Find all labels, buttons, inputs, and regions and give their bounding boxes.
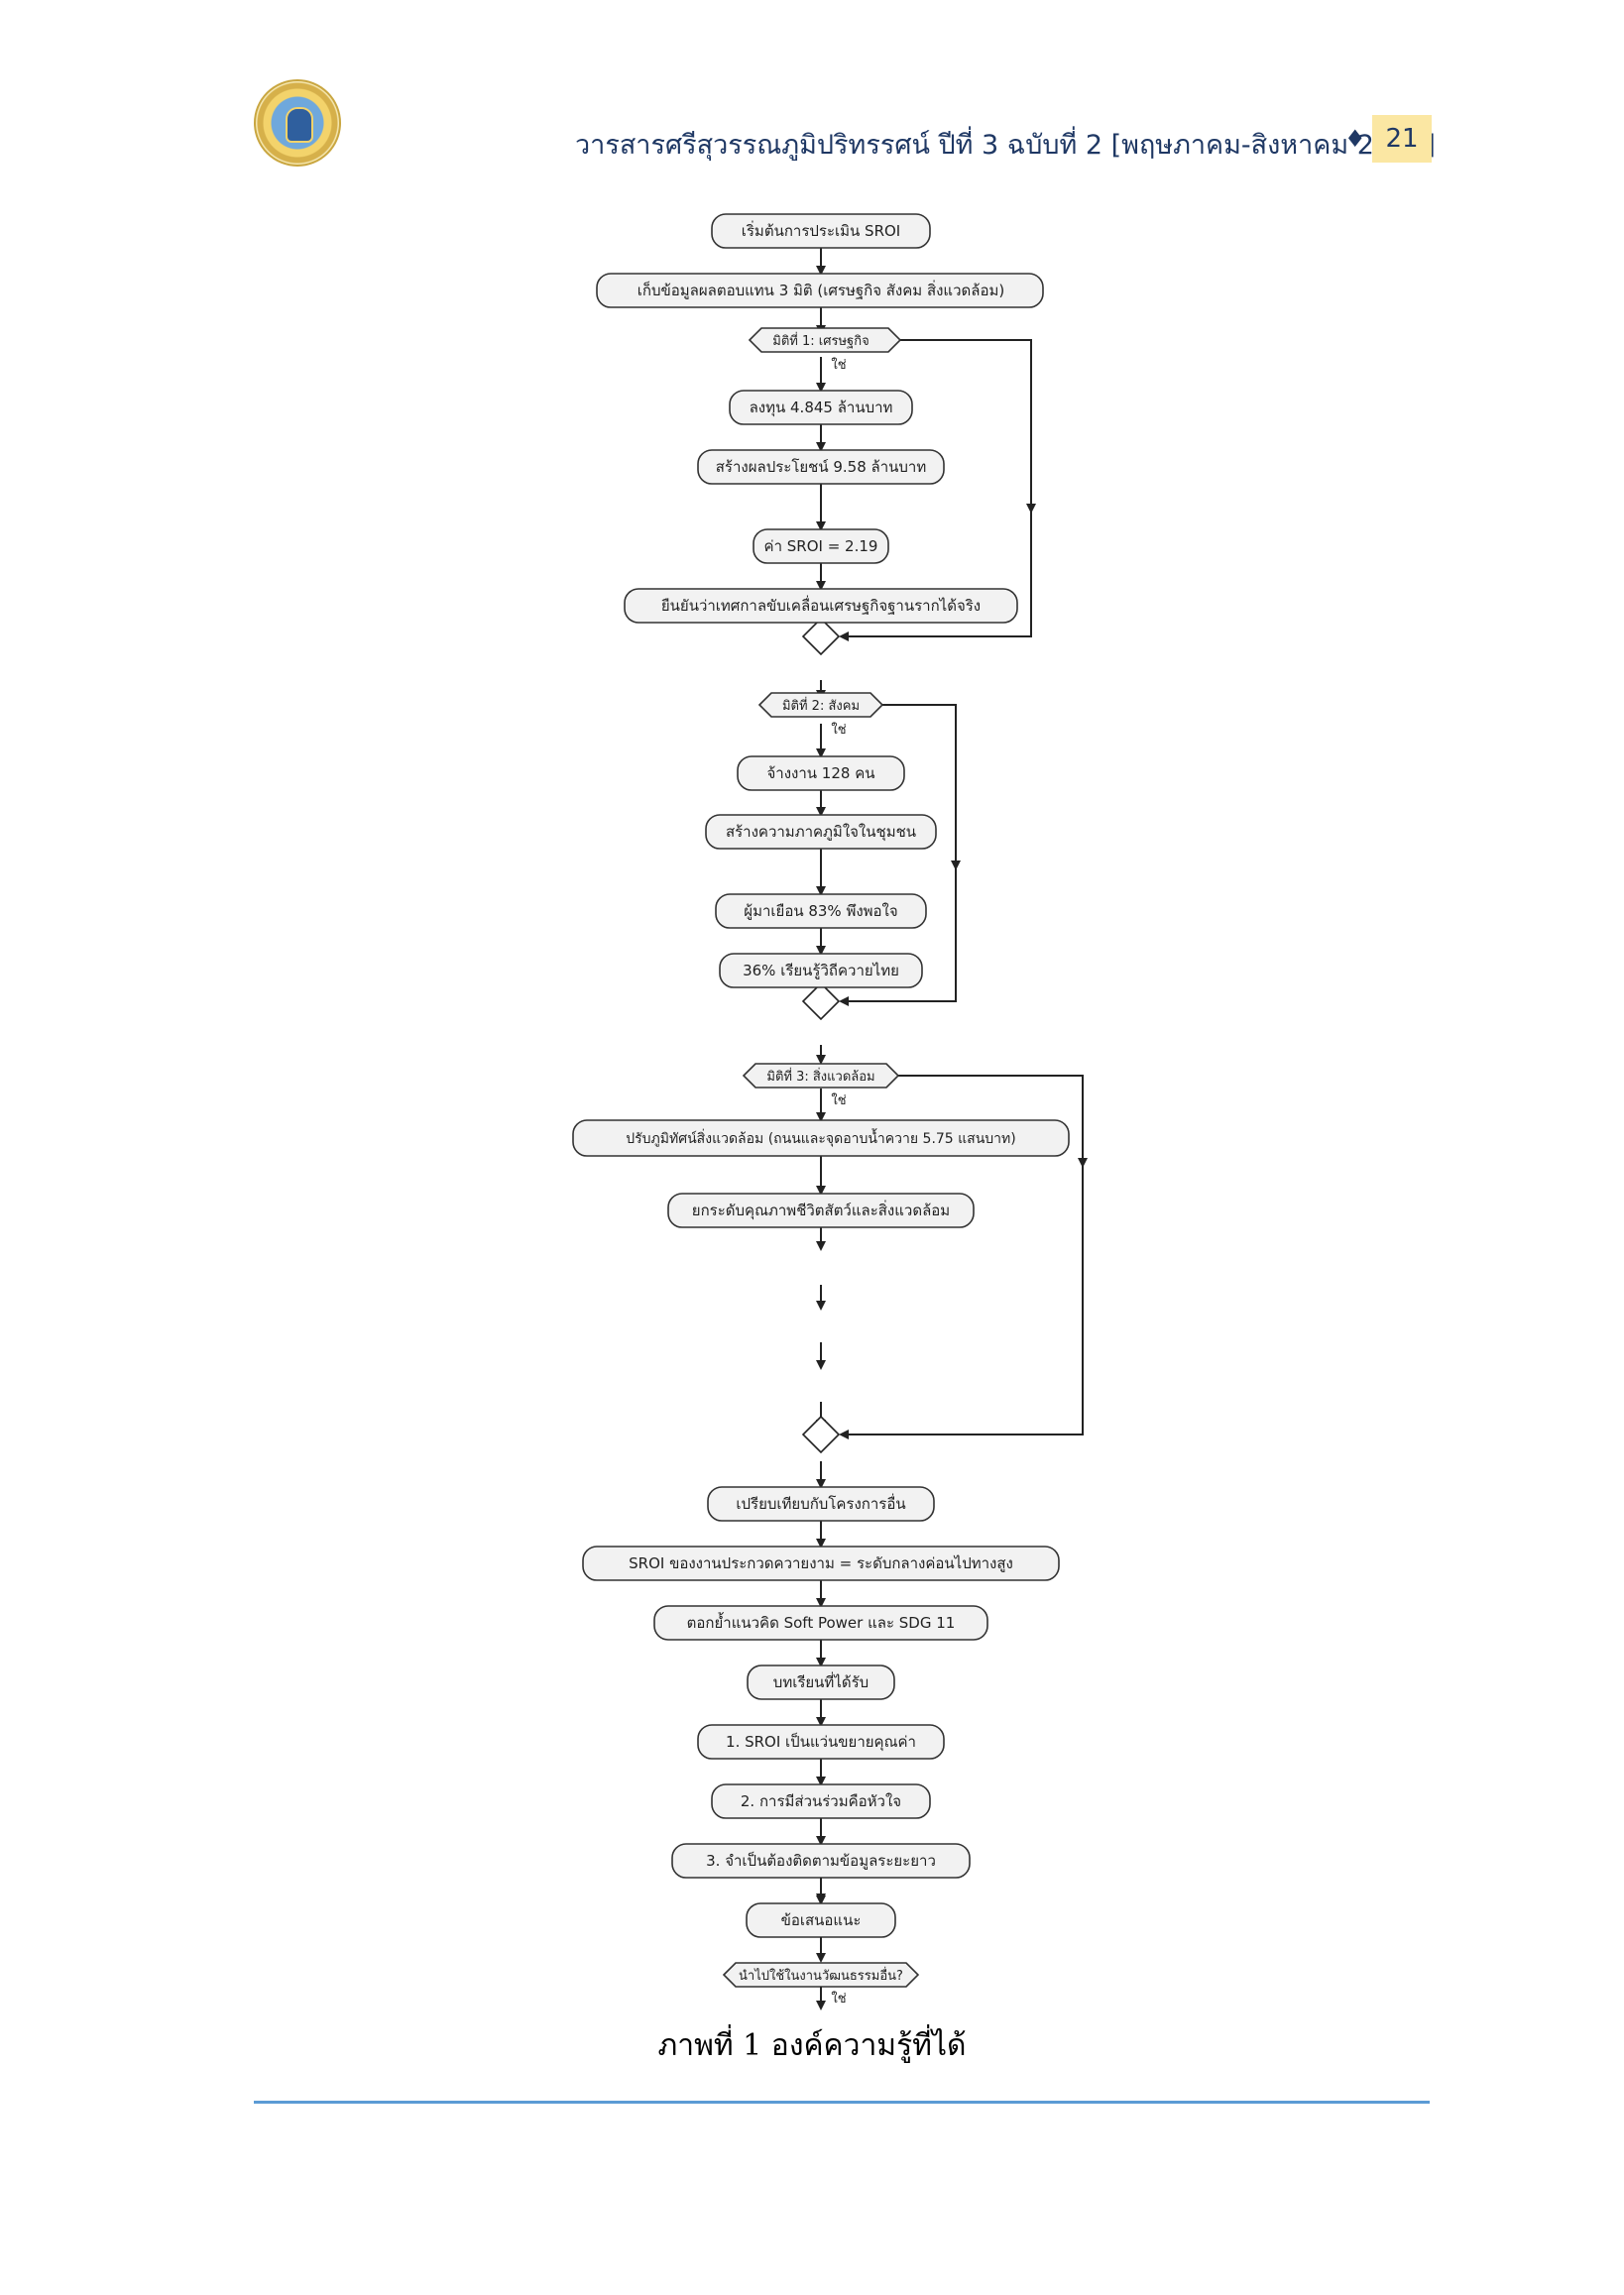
- text-suggestion: ข้อเสนอแนะ: [781, 1911, 862, 1929]
- text-apply-decision: นำไปใช้ในงานวัฒนธรรมอื่น?: [739, 1967, 903, 1984]
- text-compare: เปรียบเทียบกับโครงการอื่น: [736, 1493, 905, 1513]
- text-dim1-step2: สร้างผลประโยชน์ 9.58 ล้านบาท: [716, 458, 927, 476]
- box-dim2-step1: [737, 755, 905, 791]
- merge-diamond-3: [801, 1415, 841, 1454]
- logo-emblem-icon: [286, 107, 313, 143]
- box-collect: [596, 273, 1044, 308]
- text-lesson-2: 2. การมีส่วนร่วมคือหัวใจ: [741, 1792, 901, 1810]
- box-lesson-1: [697, 1724, 945, 1760]
- decision-dim1: [748, 327, 902, 353]
- text-start: เริ่มต้นการประเมิน SROI: [742, 220, 900, 240]
- box-lesson-2: [711, 1783, 931, 1819]
- text-lesson-3: 3. จำเป็นต้องติดตามข้อมูลระยะยาว: [706, 1851, 936, 1870]
- decision-apply-hex: [722, 1962, 920, 1988]
- box-dim2-step2: [705, 814, 937, 850]
- text-lesson-1: 1. SROI เป็นแว่นขยายคุณค่า: [726, 1732, 916, 1752]
- text-sroi-level: SROI ของงานประกวดควายงาม = ระดับกลางค่อน…: [629, 1554, 1013, 1572]
- text-collect: เก็บข้อมูลผลตอบแทน 3 มิติ (เศรษฐกิจ สังค…: [638, 280, 1004, 299]
- text-dim1-step4: ยืนยันว่าเทศกาลขับเคลื่อนเศรษฐกิจฐานรากไ…: [661, 595, 981, 615]
- text-dim3-step2: ยกระดับคุณภาพชีวิตสัตว์และสิ่งแวดล้อม: [692, 1200, 950, 1220]
- footer-divider: [254, 2101, 1430, 2104]
- text-yes-1: ใช่: [831, 357, 846, 373]
- box-sroi-level: [582, 1546, 1060, 1581]
- text-yes-4: ใช่: [831, 1991, 846, 2007]
- text-dim3-decision: มิติที่ 3: สิ่งแวดล้อม: [766, 1068, 874, 1085]
- text-dim2-step4: 36% เรียนรู้วิถีควายไทย: [743, 962, 899, 979]
- text-dim1-decision: มิติที่ 1: เศรษฐกิจ: [772, 332, 869, 349]
- text-soft-power: ตอกย้ำแนวคิด Soft Power และ SDG 11: [687, 1612, 956, 1632]
- text-dim2-step3: ผู้มาเยือน 83% พึงพอใจ: [744, 902, 897, 920]
- box-dim2-step3: [715, 893, 927, 929]
- box-dim1-step1: [729, 390, 913, 425]
- text-dim2-step1: จ้างงาน 128 คน: [767, 764, 875, 782]
- box-dim1-step3: [753, 528, 889, 564]
- text-yes-2: ใช่: [831, 722, 846, 738]
- text-lessons: บทเรียนที่ได้รับ: [773, 1671, 869, 1691]
- text-dim1-step1: ลงทุน 4.845 ล้านบาท: [750, 399, 893, 417]
- merge-diamond-2: [801, 981, 841, 1021]
- text-dim1-step3: ค่า SROI = 2.19: [764, 537, 878, 555]
- decision-dim2: [757, 692, 884, 718]
- text-yes-3: ใช่: [831, 1092, 846, 1108]
- box-dim3-step1: [572, 1119, 1070, 1157]
- decision-dim3: [742, 1063, 900, 1089]
- header-diamond-icon: ♦: [1344, 125, 1366, 153]
- box-soft-power: [653, 1605, 988, 1641]
- merge-diamond-1: [801, 617, 841, 656]
- journal-header-title: วารสารศรีสุวรรณภูมิปริทรรศน์ ปีที่ 3 ฉบั…: [575, 130, 1436, 161]
- figure-caption: ภาพที่ 1 องค์ความรู้ที่ได้: [657, 2028, 967, 2063]
- text-dim3-step1: ปรับภูมิทัศน์สิ่งแวดล้อม (ถนนและจุดอาบน้…: [626, 1128, 1015, 1147]
- box-dim2-step4: [719, 953, 923, 988]
- box-dim1-step2: [697, 449, 945, 485]
- page-number-badge: 21: [1372, 115, 1432, 163]
- text-dim2-decision: มิติที่ 2: สังคม: [782, 697, 860, 714]
- box-lessons: [747, 1664, 895, 1700]
- flowchart-svg: เริ่มต้นการประเมิน SROI เก็บข้อมูลผลตอบแ…: [572, 213, 1088, 2010]
- text-dim2-step2: สร้างความภาคภูมิใจในชุมชน: [726, 823, 916, 842]
- box-dim3-step2: [667, 1193, 975, 1228]
- flowchart-figure: เริ่มต้นการประเมิน SROI เก็บข้อมูลผลตอบแ…: [565, 198, 1160, 2042]
- box-compare: [707, 1486, 935, 1522]
- box-start: [711, 213, 931, 249]
- journal-logo: [254, 79, 341, 167]
- box-dim1-step4: [624, 588, 1018, 624]
